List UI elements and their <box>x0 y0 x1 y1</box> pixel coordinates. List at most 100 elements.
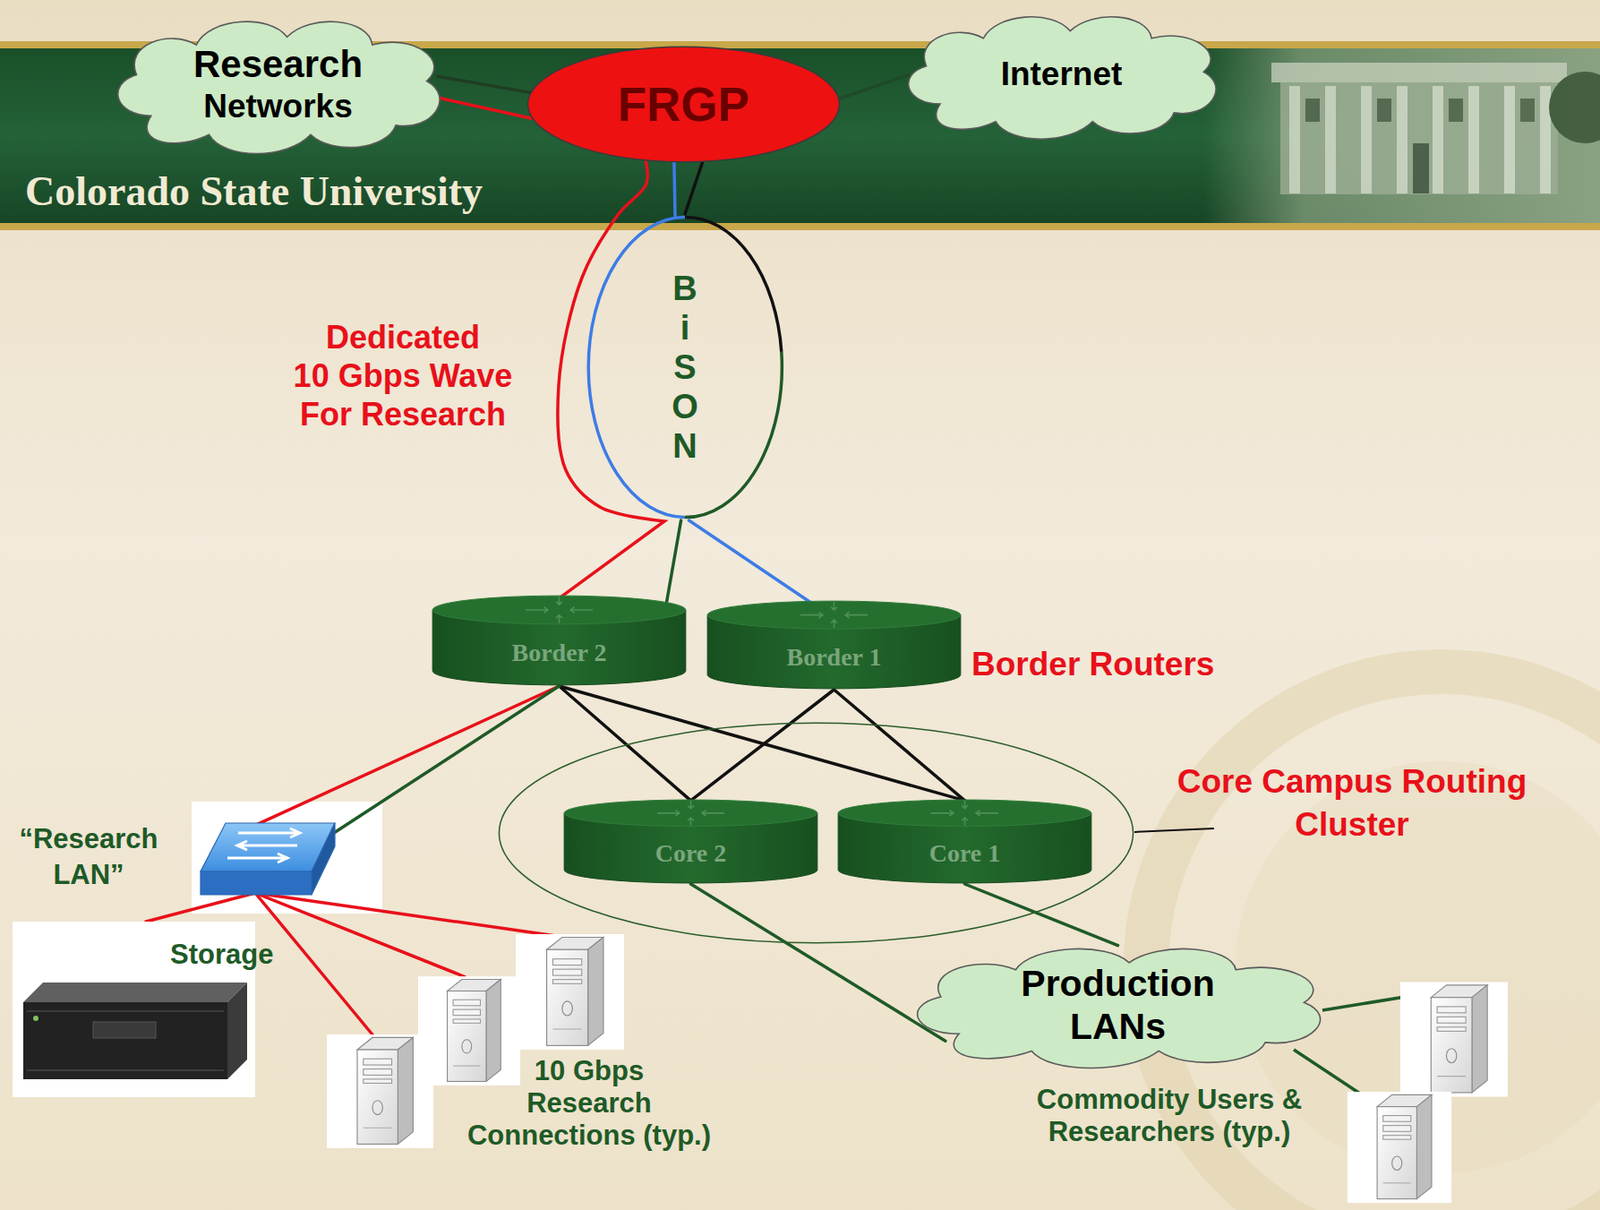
node-text: Internet <box>1001 54 1123 95</box>
text-line: Researchers (typ.) <box>1017 1115 1322 1148</box>
research-computer <box>418 975 521 1086</box>
node-text: FRGP <box>617 76 750 134</box>
column <box>1504 85 1515 194</box>
text-line: LANs <box>1020 1005 1215 1048</box>
window <box>1520 98 1535 122</box>
server-panel <box>93 1021 156 1038</box>
text-line: “Research <box>12 821 165 857</box>
building-wall <box>1280 82 1558 195</box>
connector <box>691 883 946 1041</box>
text-line: Connections (typ.) <box>454 1119 724 1152</box>
connector <box>255 685 559 825</box>
column <box>1432 85 1444 194</box>
server-led <box>33 1015 39 1021</box>
text-line: LAN” <box>12 856 165 893</box>
wave-note: Dedicated 10 Gbps Wave For Research <box>268 317 538 435</box>
node-text: Border 1 <box>786 641 882 673</box>
server-front <box>23 1001 228 1079</box>
ellipse-shape <box>527 46 839 162</box>
user-computer <box>1400 982 1508 1097</box>
connector <box>965 883 1119 946</box>
column <box>1396 85 1408 194</box>
research-lan-switch: “Research LAN” <box>198 821 337 899</box>
column <box>1468 85 1480 194</box>
window <box>1377 98 1392 122</box>
text-line: S <box>671 347 699 387</box>
connection-note: 10 Gbps Research Connections (typ.) <box>454 1054 724 1152</box>
router-arrows <box>931 800 999 825</box>
text-line: Production <box>1020 962 1215 1005</box>
tree <box>1548 71 1600 144</box>
building-photo <box>1204 48 1600 223</box>
node-text: Networks <box>203 86 353 127</box>
frgp-ellipse: FRGP <box>525 45 842 163</box>
column <box>1289 85 1301 194</box>
user-note: Commodity Users & Researchers (typ.) <box>1017 1083 1322 1148</box>
switch-arrows <box>227 828 300 863</box>
leader-line <box>1134 828 1215 832</box>
ring-arc <box>588 216 685 517</box>
university-wordmark: Colorado State University <box>25 166 483 216</box>
connector <box>834 689 966 801</box>
connector <box>145 892 256 922</box>
node-outline <box>198 821 337 899</box>
production-lans-cloud: Production LANs <box>890 933 1345 1077</box>
server-line <box>26 1009 224 1012</box>
window <box>1448 98 1464 122</box>
group-label: Border Routers <box>971 644 1215 685</box>
cloud-shape <box>118 21 440 154</box>
router-arrows <box>525 596 593 623</box>
storage-server: Storage <box>12 921 256 1097</box>
text-line: Commodity Users & <box>1017 1083 1322 1116</box>
connector <box>688 520 811 603</box>
core-router: Core 1 <box>837 798 1093 884</box>
text-line: Dedicated <box>268 317 538 357</box>
column <box>1360 85 1372 194</box>
research-networks-cloud: ResearchNetworks <box>96 5 460 163</box>
text-line: 10 Gbps Wave <box>268 356 538 395</box>
core-cluster-ellipse: Core Campus Routing ClusterCore 2Core 1 <box>497 721 1135 944</box>
column <box>1325 85 1336 194</box>
text-line: Core Campus Routing <box>1163 760 1541 804</box>
server-top <box>23 982 248 1002</box>
door <box>1412 143 1429 194</box>
window <box>1305 98 1320 122</box>
node-text: Storage <box>170 937 274 971</box>
server-side <box>227 982 248 1079</box>
research-computer <box>515 933 625 1050</box>
node-text: Production LANs <box>1020 962 1215 1047</box>
text-line: B <box>671 268 699 309</box>
research-wire <box>255 892 466 977</box>
connector <box>559 685 966 801</box>
text-line: Cluster <box>1163 803 1541 847</box>
connector <box>666 520 681 604</box>
router-arrows <box>800 601 868 628</box>
server-line <box>26 1069 224 1071</box>
text-line: Research <box>454 1086 724 1120</box>
text-line: O <box>671 386 699 427</box>
ring-arc <box>684 351 782 518</box>
ring-arc <box>684 216 782 351</box>
router-arrows <box>657 800 725 825</box>
node-text: Core 1 <box>929 838 1002 869</box>
node-text: BiSON <box>671 268 699 466</box>
text-line: i <box>671 308 699 348</box>
router-top <box>432 595 686 625</box>
cluster-outline <box>498 722 1133 943</box>
connector <box>674 162 676 215</box>
border-router: Border 2 <box>431 594 687 686</box>
research-computer <box>326 1034 434 1148</box>
column <box>1540 85 1551 194</box>
connector <box>691 689 835 801</box>
switch-side <box>311 822 335 895</box>
internet-cloud: Internet <box>888 1 1235 148</box>
connector <box>839 75 909 99</box>
router-top <box>838 799 1092 827</box>
text-line: 10 Gbps <box>454 1054 724 1087</box>
bison-ring: BiSON <box>586 213 784 521</box>
node-text: Core 2 <box>655 838 728 869</box>
switch-front <box>200 871 312 895</box>
connector <box>434 96 532 119</box>
node-text: “Research LAN” <box>12 821 165 894</box>
